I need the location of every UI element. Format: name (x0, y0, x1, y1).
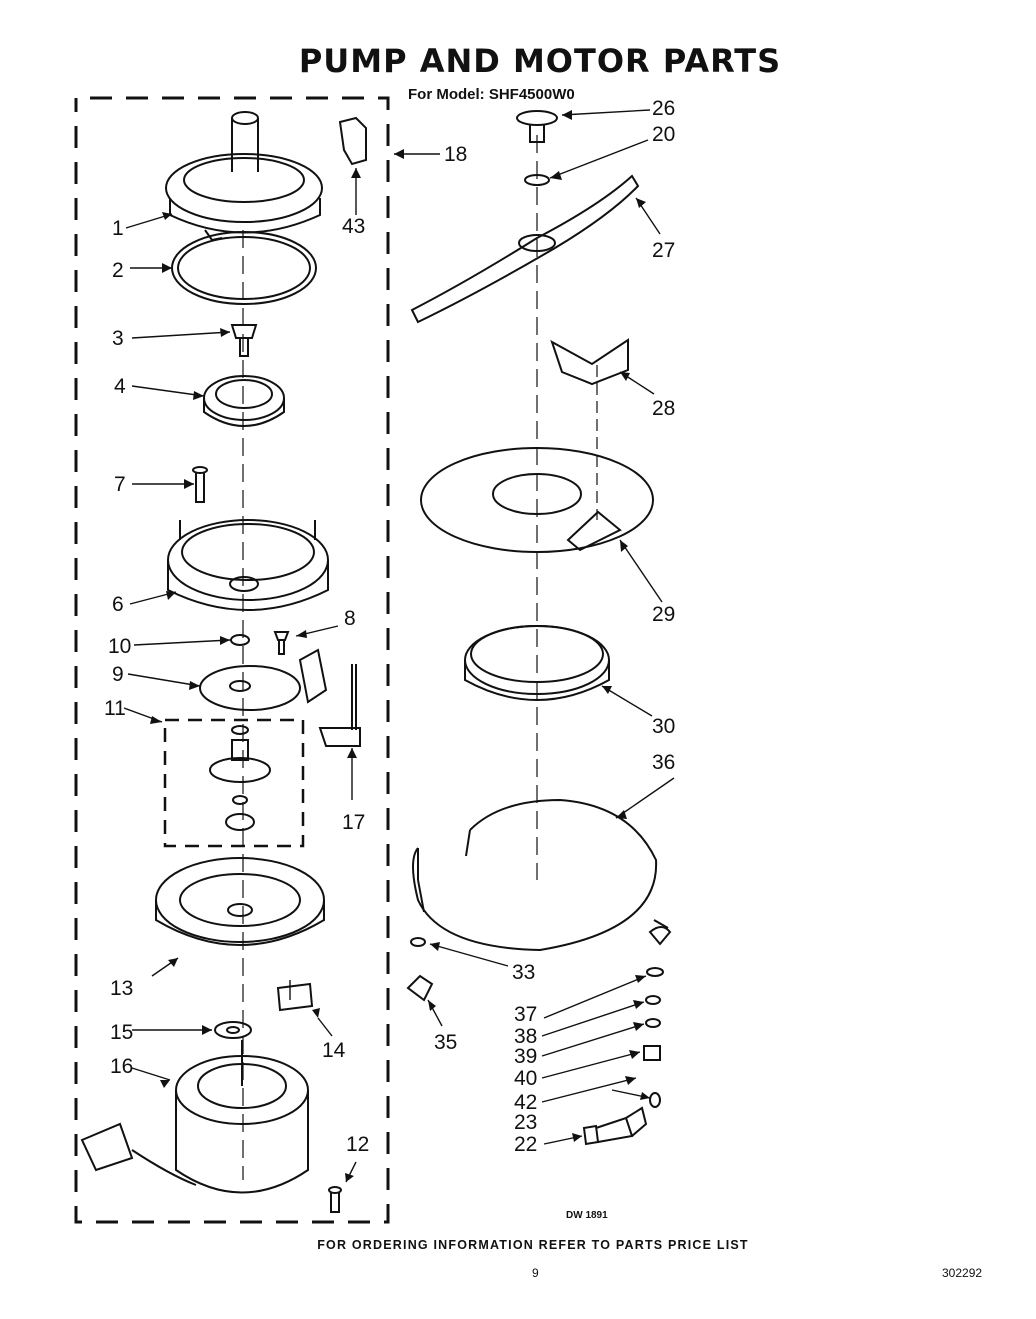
part-label-8: 8 (344, 607, 356, 630)
mounting-plate (199, 648, 328, 711)
part-label-4: 4 (114, 375, 126, 398)
part-label-37: 37 (514, 1003, 538, 1026)
heater-element (412, 798, 669, 952)
part-label-9: 9 (112, 663, 124, 686)
sub-assembly-boundary (163, 718, 305, 848)
spray-arm-washer (524, 174, 550, 186)
part-label-29: 29 (652, 603, 676, 626)
part-label-12: 12 (346, 1133, 370, 1156)
part-label-14: 14 (322, 1039, 346, 1062)
motor (80, 1040, 309, 1194)
motor-screw (328, 1186, 342, 1213)
impeller-screw (230, 324, 258, 357)
part-label-7: 7 (114, 473, 126, 496)
part-label-33: 33 (512, 961, 536, 984)
part-label-22: 22 (514, 1133, 538, 1156)
part-label-28: 28 (652, 397, 676, 420)
part-label-6: 6 (112, 593, 124, 616)
chopper-assembly (209, 725, 271, 831)
part-label-26: 26 (652, 97, 676, 120)
part-label-18: 18 (444, 143, 468, 166)
spray-arm-cap (516, 110, 558, 143)
part-label-38: 38 (514, 1025, 538, 1048)
model-subtitle: For Model: SHF4500W0 (408, 86, 575, 103)
part-label-16: 16 (110, 1055, 134, 1078)
lower-spray-arm (410, 174, 640, 324)
seal-ring (171, 231, 317, 305)
element-bracket (406, 974, 434, 1002)
o-ring (649, 1092, 661, 1108)
assembly-boundary (74, 96, 390, 1224)
pump-body (167, 519, 329, 611)
terminal-hardware (643, 926, 672, 1061)
part-label-36: 36 (652, 751, 676, 774)
part-label-20: 20 (652, 123, 676, 146)
arrow-heads (150, 110, 650, 1182)
leader-lines (123, 109, 675, 1183)
washer (230, 634, 250, 646)
part-label-43: 43 (342, 215, 366, 238)
part-label-3: 3 (112, 327, 124, 350)
part-label-10: 10 (108, 635, 132, 658)
part-label-17: 17 (342, 811, 366, 834)
motor-bracket (276, 982, 314, 1012)
part-label-1: 1 (112, 217, 124, 240)
part-label-2: 2 (112, 259, 124, 282)
motor-washer (214, 1021, 252, 1039)
part-label-35: 35 (434, 1031, 458, 1054)
screw (192, 466, 208, 503)
pump-housing-cover (165, 111, 323, 242)
screen-ring (464, 625, 610, 701)
filter-screen (420, 447, 654, 553)
part-label-11: 11 (104, 697, 126, 720)
motor-mount (155, 857, 325, 946)
part-label-15: 15 (110, 1021, 134, 1044)
clip-bracket (338, 116, 367, 166)
part-label-30: 30 (652, 715, 676, 738)
part-label-39: 39 (514, 1045, 538, 1068)
part-label-27: 27 (652, 239, 676, 262)
element-washer (410, 937, 426, 947)
small-screw (273, 631, 290, 655)
part-label-13: 13 (110, 977, 134, 1000)
ordering-note: FOR ORDERING INFORMATION REFER TO PARTS … (317, 1238, 749, 1252)
sensor-probe (318, 664, 361, 747)
drawing-number: DW 1891 (566, 1210, 608, 1221)
spray-deflector (550, 338, 629, 386)
hose-fitting (582, 1106, 648, 1146)
part-label-23: 23 (514, 1111, 538, 1134)
impeller (203, 375, 285, 427)
page-title: PUMP AND MOTOR PARTS (298, 42, 782, 80)
part-label-42: 42 (514, 1091, 538, 1114)
part-label-40: 40 (514, 1067, 538, 1090)
document-number: 302292 (942, 1266, 983, 1280)
page-number: 9 (532, 1266, 539, 1280)
